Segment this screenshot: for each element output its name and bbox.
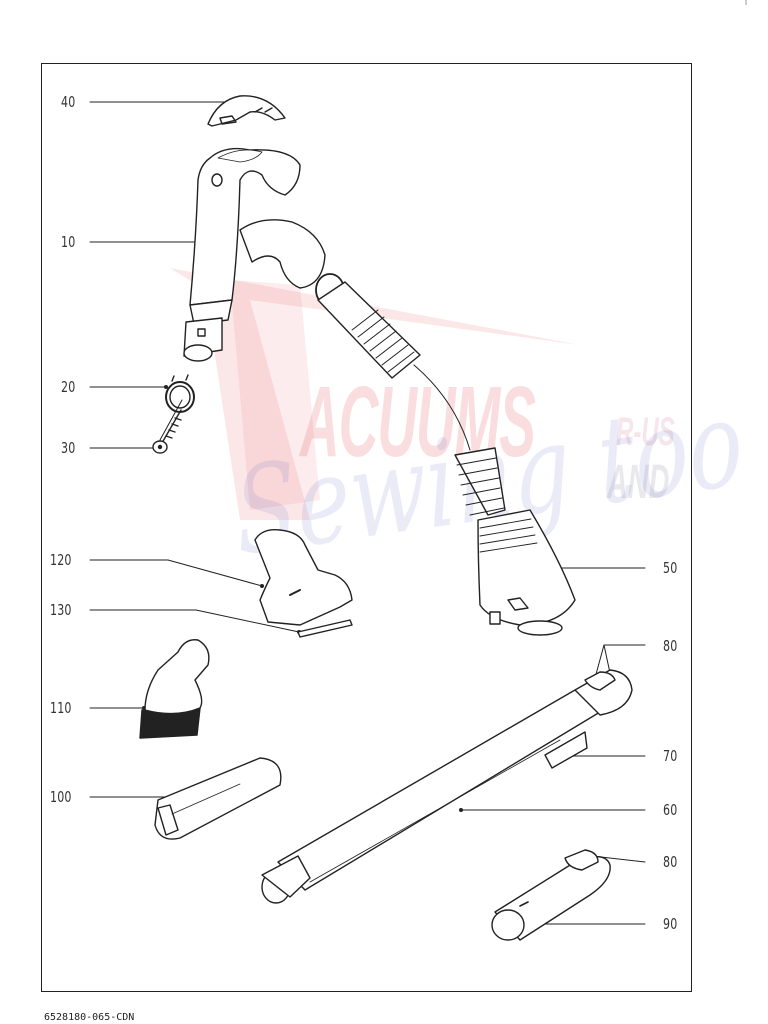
callout-80-wand: 80 — [663, 637, 678, 655]
document-id: 6528180-065-CDN — [44, 1012, 135, 1023]
callout-10: 10 — [61, 233, 76, 251]
diagram-frame — [41, 63, 692, 992]
part-30-screw — [152, 409, 182, 454]
callout-90: 90 — [663, 915, 678, 933]
callout-120: 120 — [50, 551, 72, 569]
callout-50: 50 — [663, 559, 678, 577]
part-90-extension — [491, 849, 611, 941]
part-60-wand — [261, 669, 633, 904]
part-40-cover — [207, 95, 286, 127]
part-20-clip — [165, 374, 195, 413]
callout-80-extension: 80 — [663, 853, 678, 871]
part-100-crevice — [154, 757, 282, 840]
part-120-nozzle — [254, 529, 353, 626]
corner-mark — [745, 0, 747, 5]
part-10-handle — [183, 147, 326, 362]
callout-110: 110 — [50, 699, 72, 717]
callout-30: 30 — [61, 439, 76, 457]
callout-130: 130 — [50, 601, 72, 619]
callout-40: 40 — [61, 93, 76, 111]
callout-70: 70 — [663, 747, 678, 765]
callout-60: 60 — [663, 801, 678, 819]
part-110-brush — [139, 639, 210, 739]
callout-100: 100 — [50, 788, 72, 806]
part-50-hose — [315, 273, 576, 636]
part-130-strip — [297, 619, 353, 638]
callout-20: 20 — [61, 378, 76, 396]
